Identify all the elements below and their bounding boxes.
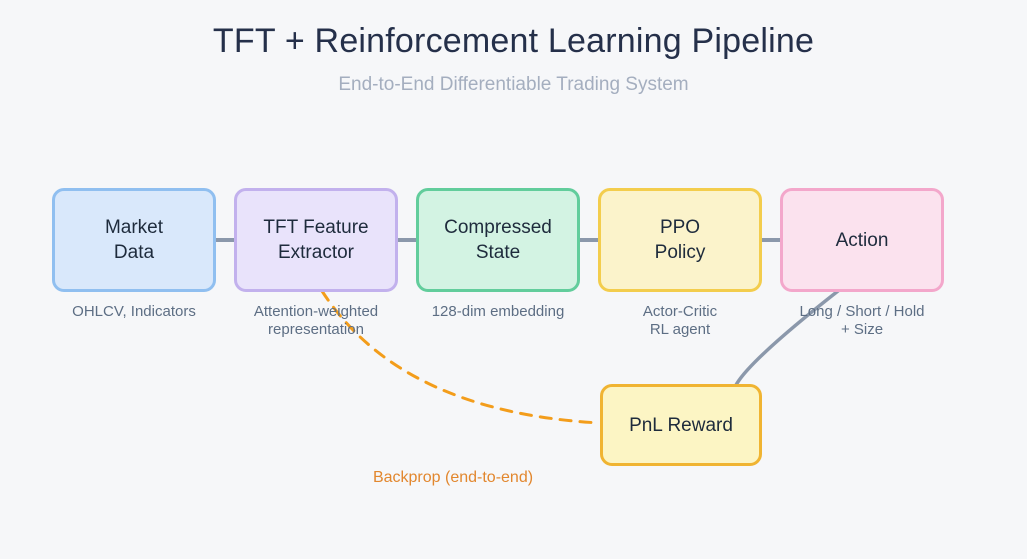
connector-tft-to-compressed: [398, 238, 416, 242]
node-compressed-state-label: Compressed State: [444, 217, 552, 263]
node-pnl-reward-label: PnL Reward: [629, 414, 733, 436]
node-market-data-label: Market Data: [104, 217, 164, 263]
edge-pnl-reward-to-tft-backprop: [320, 289, 602, 425]
page-title: TFT + Reinforcement Learning Pipeline: [212, 22, 815, 60]
node-ppo-policy: PPO Policy: [598, 188, 762, 292]
node-ppo-policy-label: PPO Policy: [654, 217, 706, 263]
connector-market-to-tft: [216, 238, 234, 242]
caption-ppo-policy: Actor-Critic RL agent: [642, 303, 718, 338]
caption-tft-feature-extractor: Attention-weighted representation: [253, 303, 379, 338]
connector-ppo-to-action: [762, 238, 780, 242]
node-tft-feature-extractor-label: TFT Feature Extractor: [263, 217, 369, 263]
node-tft-feature-extractor: TFT Feature Extractor: [234, 188, 398, 292]
backprop-edge-label: Backprop (end-to-end): [372, 469, 534, 486]
node-action-label: Action: [835, 229, 889, 251]
node-pnl-reward: PnL Reward: [600, 384, 762, 466]
caption-market-data: OHLCV, Indicators: [72, 303, 196, 320]
node-compressed-state: Compressed State: [416, 188, 580, 292]
page-subtitle: End-to-End Differentiable Trading System: [338, 74, 689, 95]
caption-action: Long / Short / Hold + Size: [799, 303, 925, 338]
connector-compressed-to-ppo: [580, 238, 598, 242]
node-market-data: Market Data: [52, 188, 216, 292]
edge-action-to-pnl-reward: [734, 289, 840, 387]
caption-compressed-state: 128-dim embedding: [431, 303, 565, 320]
node-action: Action: [780, 188, 944, 292]
